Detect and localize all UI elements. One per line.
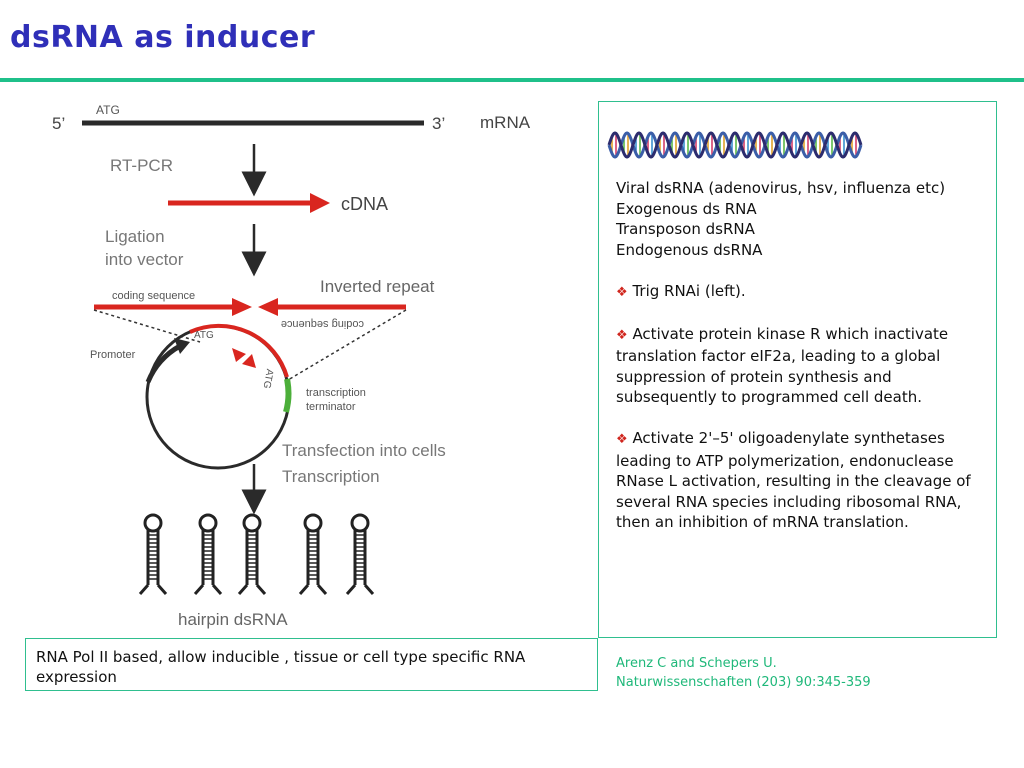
atg-top-label: ATG	[96, 103, 120, 117]
citation-line: Arenz C and Schepers U.	[616, 656, 777, 671]
intro-line: Endogenous dsRNA	[616, 240, 763, 259]
intro-line: Viral dsRNA (adenovirus, hsv, influenza …	[616, 179, 946, 197]
dotted-line-right	[287, 309, 407, 381]
hairpin-icon	[298, 513, 328, 595]
intro-line: Transposon dsRNA	[616, 220, 755, 238]
hairpin-label: hairpin dsRNA	[178, 610, 288, 629]
dotted-line-left	[93, 309, 201, 343]
bullet-icon: ❖	[616, 284, 628, 300]
terminator-label-2: terminator	[306, 401, 356, 413]
hairpin-icon	[345, 513, 375, 595]
gta-label: ATG	[261, 368, 275, 390]
bullet-item: ❖ Activate 2'–5' oligoadenylate syntheta…	[616, 428, 988, 533]
atg-plasmid-label: ATG	[194, 330, 214, 341]
hairpin-icon	[237, 513, 267, 595]
cdna-arrowhead	[310, 193, 330, 213]
coding-sequence-arrowhead	[232, 298, 252, 316]
title-divider	[0, 78, 1024, 82]
pol-ii-note-box: RNA Pol II based, allow inducible , tiss…	[25, 638, 598, 691]
bullet-item: ❖ Activate protein kinase R which inacti…	[616, 324, 988, 408]
dna-helix-icon	[607, 131, 863, 159]
rtpcr-label: RT-PCR	[110, 156, 173, 175]
bullet-icon: ❖	[616, 327, 628, 343]
cdna-label: cDNA	[341, 194, 388, 214]
plasmid-atg-marker	[232, 348, 246, 362]
ligation-label-2: into vector	[105, 250, 184, 269]
promoter-label: Promoter	[90, 349, 136, 361]
info-box: Viral dsRNA (adenovirus, hsv, influenza …	[598, 101, 997, 638]
intro-line: Exogenous ds RNA	[616, 199, 757, 218]
bullet-icon: ❖	[616, 432, 628, 447]
rnai-construct-diagram: 5’ ATG 3’ mRNA RT-PCR cDNA Ligation into…	[52, 103, 531, 629]
transfection-label: Transfection into cells	[282, 441, 446, 460]
page-title: dsRNA as inducer	[10, 20, 316, 55]
promoter-arrowhead	[174, 338, 190, 354]
helix-strand	[607, 131, 863, 159]
transcription-label: Transcription	[282, 467, 380, 486]
promoter-arrow	[145, 343, 182, 383]
ligation-label-1: Ligation	[105, 227, 165, 246]
plasmid-rev-marker	[242, 354, 256, 368]
citation-line: Naturwissenschaften (203) 90:345-359	[616, 675, 871, 690]
inverted-repeat-label: Inverted repeat	[320, 277, 435, 296]
mrna-label: mRNA	[480, 113, 531, 132]
bullet-item: ❖ Trig RNAi (left).	[616, 281, 988, 304]
citation: Arenz C and Schepers U. Naturwissenschaf…	[616, 654, 871, 692]
info-text: Viral dsRNA (adenovirus, hsv, influenza …	[616, 178, 988, 533]
bullet-text: Trig RNAi (left).	[632, 281, 746, 300]
three-prime-label: 3’	[432, 114, 445, 133]
coding-sequence-label: coding sequence	[112, 290, 195, 302]
inverted-repeat-arrowhead	[258, 298, 278, 316]
hairpin-group	[138, 513, 375, 595]
plasmid-coding-arc	[189, 323, 289, 378]
five-prime-label: 5’	[52, 114, 65, 133]
bullet-text: Activate protein kinase R which inactiva…	[616, 324, 949, 407]
coding-sequence-rev-label: coding sequence	[281, 318, 364, 330]
terminator-label-1: transcription	[306, 387, 366, 399]
hairpin-icon	[193, 513, 223, 595]
bullet-text: Activate 2'–5' oligoadenylate synthetase…	[616, 429, 971, 531]
plasmid-terminator	[283, 378, 292, 413]
hairpin-icon	[138, 513, 168, 595]
helix-strand	[607, 131, 863, 159]
